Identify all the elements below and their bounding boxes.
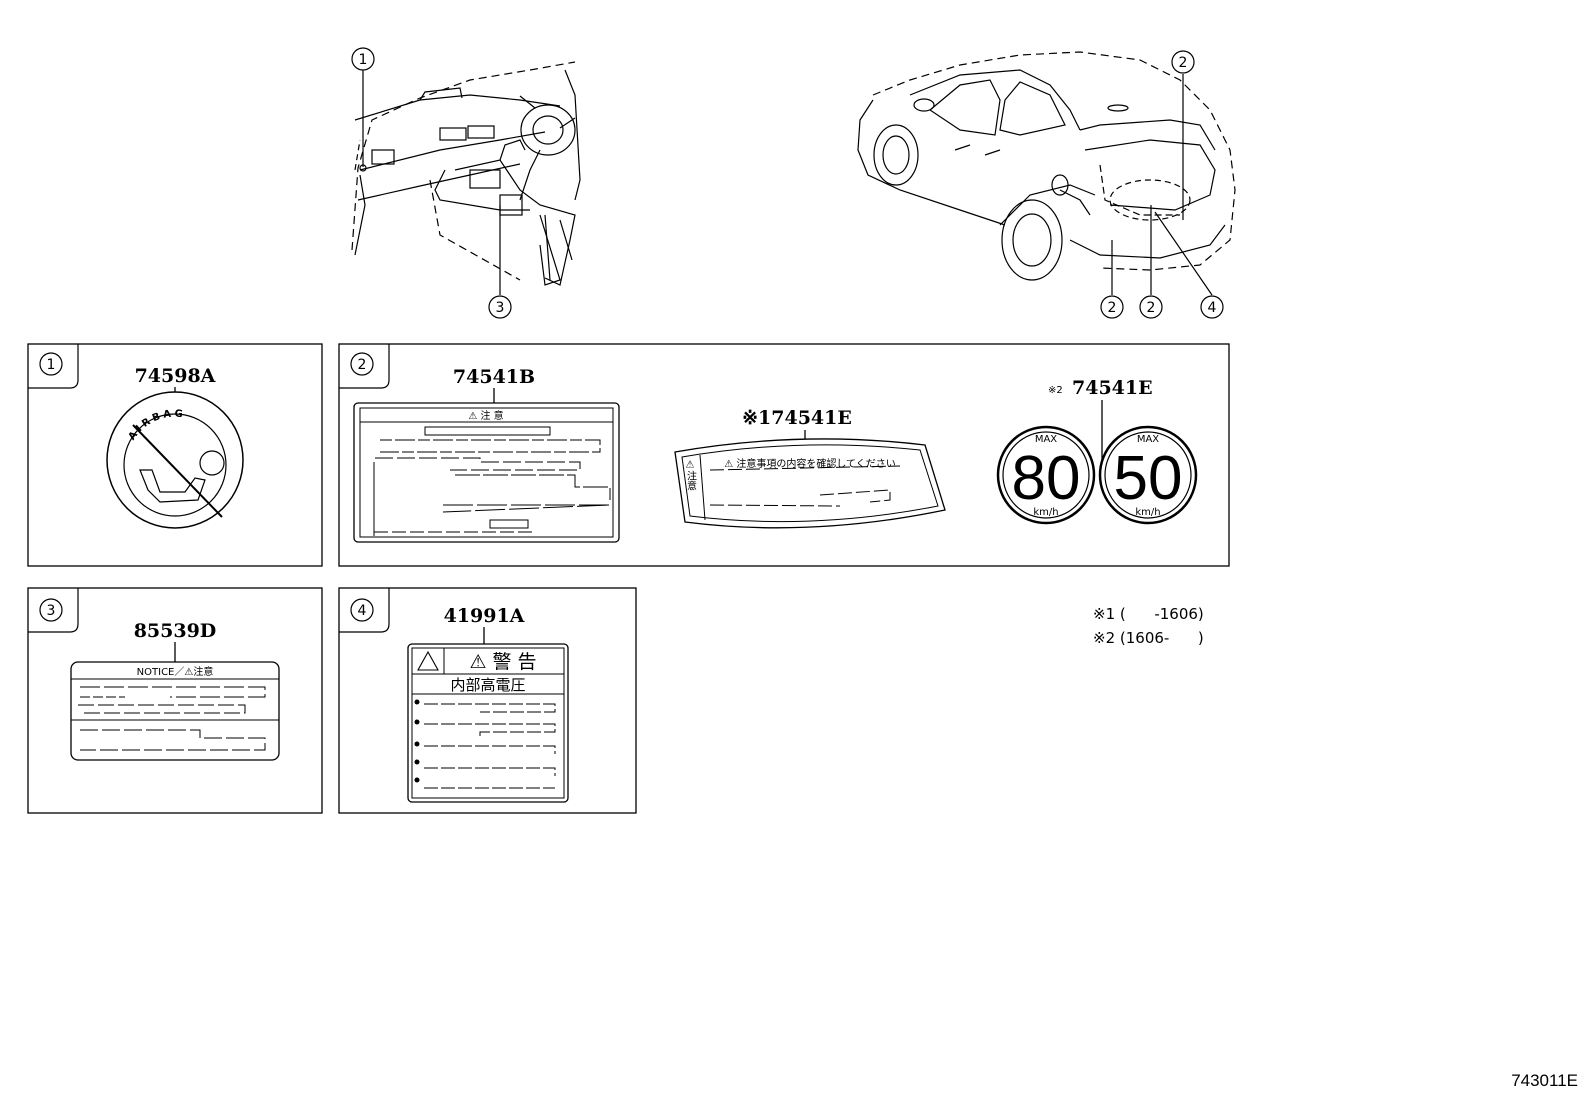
panel-4: 4 41991A ⚠ 警 告 内部高電圧	[338, 587, 637, 814]
curved-label-side-text: ⚠注意	[685, 460, 697, 491]
part-number-74541E-1: ※174541E	[742, 407, 852, 429]
callout-2-exterior-top: 2	[1171, 50, 1195, 74]
label-41991A-subheader: 内部高電圧	[450, 676, 525, 694]
part-number-74598A: 74598A	[135, 365, 216, 387]
svg-text:2: 2	[1179, 55, 1188, 71]
part-number-85539D: 85539D	[134, 620, 217, 642]
svg-text:2: 2	[1147, 300, 1156, 316]
panel-4-number-circle	[350, 598, 374, 622]
part-74541E-2-mark: ※2	[1048, 385, 1063, 396]
part-number-74541B: 74541B	[453, 366, 535, 388]
speed-50-value: 50	[1114, 444, 1183, 513]
curved-caution-label-74541E: ⚠注意 ⚠ 注意事項の内容を確認してください	[674, 438, 946, 529]
exterior-leaders	[1111, 74, 1213, 296]
speed-limit-sticker-50: MAX 50 km/h	[1098, 425, 1198, 525]
panel-3-number: 3	[47, 603, 56, 619]
panel-1-number: 1	[47, 357, 56, 373]
panel-2-number: 2	[358, 357, 367, 373]
caution-label-74541B: ⚠ 注 意	[353, 402, 620, 543]
callout-2-exterior-left: 2	[1100, 295, 1124, 319]
footnotes: ※1 ( -1606) ※2 (1606- )	[1093, 602, 1204, 650]
panel-3-number-circle	[39, 598, 63, 622]
panel-2-number-circle	[350, 352, 374, 376]
speed-50-max-text: MAX	[1137, 434, 1159, 445]
footnote-2: ※2 (1606- )	[1093, 629, 1204, 647]
callout-4-exterior: 4	[1200, 295, 1224, 319]
panel-4-number: 4	[358, 603, 367, 619]
interior-leaders	[359, 70, 501, 295]
illustration-id: 743011E	[1511, 1071, 1578, 1090]
panel-1: 1 74598A AIRBAG	[27, 343, 323, 567]
part-number-74541E-2: 74541E	[1072, 377, 1153, 399]
interior-illustration	[351, 61, 581, 286]
callout-2-exterior-mid: 2	[1139, 295, 1163, 319]
panel-3: 3 85539D NOTICE／⚠注意	[27, 587, 323, 814]
speed-limit-sticker-80: MAX 80 km/h	[996, 425, 1096, 525]
notice-label-85539D: NOTICE／⚠注意	[70, 661, 280, 761]
speed-80-unit: km/h	[1033, 507, 1058, 518]
callout-3-interior: 3	[488, 295, 512, 319]
speed-50-unit: km/h	[1135, 507, 1160, 518]
svg-text:3: 3	[496, 300, 505, 316]
exterior-illustration	[857, 51, 1236, 281]
svg-text:4: 4	[1208, 300, 1217, 316]
speed-80-max-text: MAX	[1035, 434, 1057, 445]
svg-text:1: 1	[359, 52, 368, 68]
high-voltage-icon	[417, 650, 439, 671]
part-number-41991A: 41991A	[444, 605, 525, 627]
speed-80-value: 80	[1012, 444, 1081, 513]
label-41991A-header: ⚠ 警 告	[469, 651, 536, 673]
label-74541B-header: ⚠ 注 意	[468, 409, 503, 422]
panel-2: 2 74541B ⚠ 注 意 ※174541E	[338, 343, 1230, 567]
airbag-warning-label: AIRBAG	[106, 391, 244, 529]
callout-1-interior: 1	[351, 47, 375, 71]
label-85539D-header: NOTICE／⚠注意	[137, 665, 214, 678]
curved-label-top-text: ⚠ 注意事項の内容を確認してください	[724, 457, 896, 470]
high-voltage-warning-label-41991A: ⚠ 警 告 内部高電圧	[407, 643, 569, 803]
panel-1-number-circle	[39, 352, 63, 376]
footnote-1: ※1 ( -1606)	[1093, 605, 1204, 623]
svg-text:2: 2	[1108, 300, 1117, 316]
